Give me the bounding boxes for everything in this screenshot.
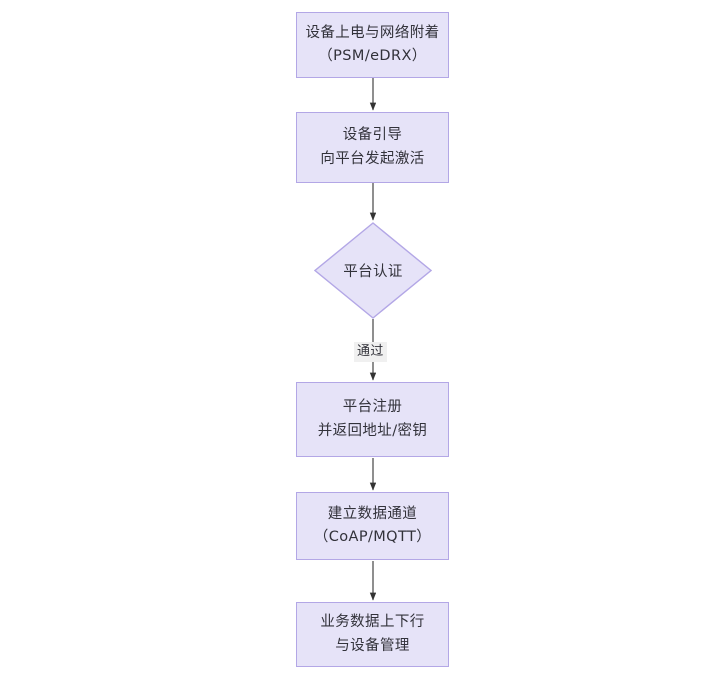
node-label: 平台注册 并返回地址/密钥 xyxy=(317,399,428,439)
node-label: 建立数据通道 （CoAP/MQTT） xyxy=(313,505,432,545)
diamond-shape xyxy=(314,222,432,319)
node-label: 设备引导 向平台发起激活 xyxy=(320,127,425,167)
node-device-power-on[interactable]: 设备上电与网络附着 （PSM/eDRX） xyxy=(296,12,449,78)
node-platform-registration[interactable]: 平台注册 并返回地址/密钥 xyxy=(296,382,449,457)
node-label: 业务数据上下行 与设备管理 xyxy=(320,614,425,654)
edge-label-pass: 通过 xyxy=(354,342,387,362)
node-device-bootstrap[interactable]: 设备引导 向平台发起激活 xyxy=(296,112,449,183)
node-label: 设备上电与网络附着 （PSM/eDRX） xyxy=(305,24,440,64)
node-platform-authentication[interactable]: 平台认证 xyxy=(314,222,432,319)
node-label: 平台认证 xyxy=(343,264,403,280)
edge-label-text: 通过 xyxy=(357,344,384,359)
node-business-data-and-device-management[interactable]: 业务数据上下行 与设备管理 xyxy=(296,602,449,667)
node-establish-data-channel[interactable]: 建立数据通道 （CoAP/MQTT） xyxy=(296,492,449,560)
